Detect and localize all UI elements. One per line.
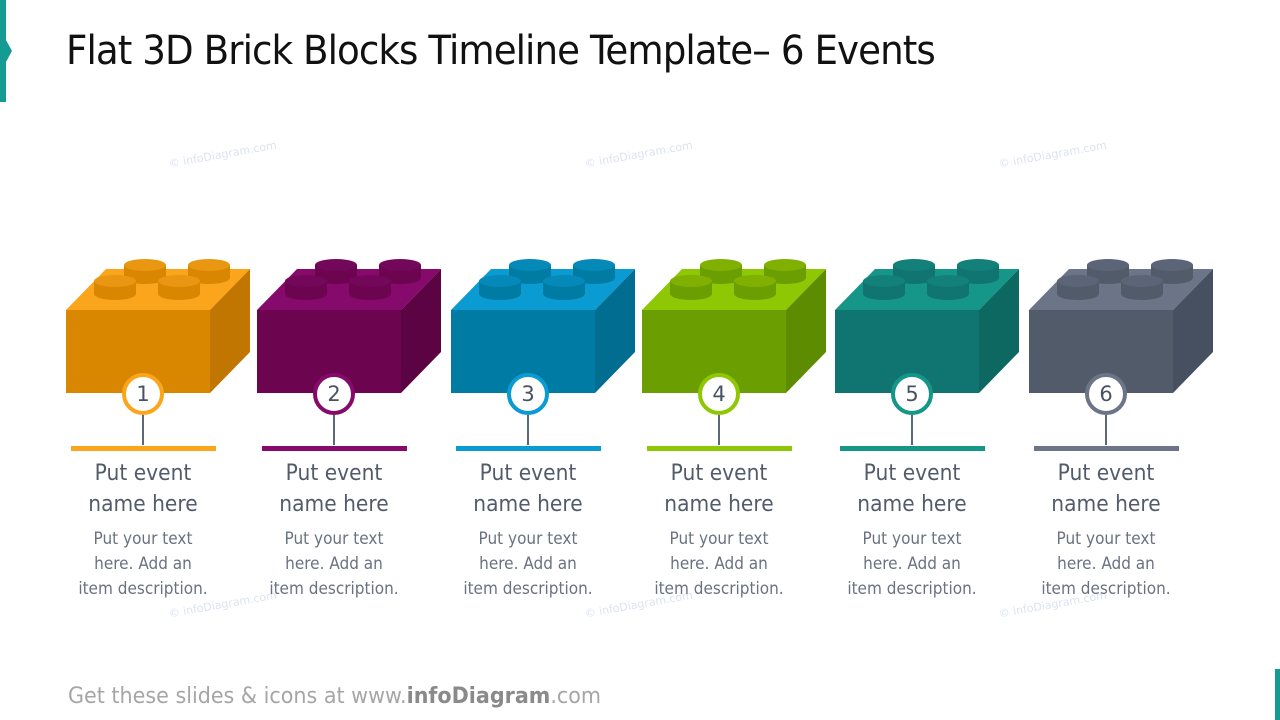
brick-stud: [863, 275, 905, 300]
connector-line: [333, 415, 335, 445]
event-name: name here: [473, 492, 583, 517]
event-name: Put event: [670, 461, 768, 486]
footer-prefix: Get these slides & icons at www.: [68, 684, 407, 709]
event-description: item description.: [463, 579, 593, 599]
event-name: Put event: [285, 461, 383, 486]
brick-stud: [927, 275, 969, 300]
brick-icon: [642, 259, 826, 393]
event-description: item description.: [78, 579, 208, 599]
brick-icon: [1029, 259, 1213, 393]
footer-brand: infoDiagram: [406, 684, 551, 709]
left-accent-arrow: [6, 40, 12, 62]
event-number-badge: 6: [1085, 373, 1127, 415]
event-description: here. Add an: [94, 554, 192, 574]
event-name: Put event: [863, 461, 961, 486]
slide-title: Flat 3D Brick Blocks Timeline Template– …: [66, 28, 936, 74]
watermark: © infoDiagram.com: [997, 138, 1108, 171]
connector-line: [911, 415, 913, 445]
event-name: name here: [664, 492, 774, 517]
brick-stud: [573, 259, 615, 284]
event-name: name here: [857, 492, 967, 517]
event-description: item description.: [269, 579, 399, 599]
brick-icon: [66, 259, 250, 393]
brick-icon: [257, 259, 441, 393]
brick-stud: [94, 275, 136, 300]
left-accent-bar: [0, 0, 6, 102]
brick-stud: [124, 259, 166, 284]
timeline-event-6: [1029, 255, 1219, 615]
event-name: name here: [279, 492, 389, 517]
event-number-badge: 1: [122, 373, 164, 415]
event-description: here. Add an: [1057, 554, 1155, 574]
brick-stud: [379, 259, 421, 284]
timeline-event-3: [451, 255, 641, 615]
brick-icon: [451, 259, 635, 393]
event-number-badge: 5: [891, 373, 933, 415]
brick-stud: [670, 275, 712, 300]
event-description: Put your text: [93, 529, 193, 549]
brick-stud: [315, 259, 357, 284]
event-name: Put event: [479, 461, 577, 486]
brick-icon: [835, 259, 1019, 393]
event-description: here. Add an: [670, 554, 768, 574]
brick-stud: [158, 275, 200, 300]
connector-line: [1105, 415, 1107, 445]
event-description: item description.: [1041, 579, 1171, 599]
event-description: here. Add an: [863, 554, 961, 574]
event-description: Put your text: [862, 529, 962, 549]
event-name: Put event: [94, 461, 192, 486]
event-description: item description.: [654, 579, 784, 599]
brick-stud: [700, 259, 742, 284]
brick-stud: [734, 275, 776, 300]
timeline-event-2: [257, 255, 447, 615]
event-underline: [262, 446, 407, 451]
brick-stud: [1057, 275, 1099, 300]
timeline-event-1: [66, 255, 256, 615]
brick-stud: [543, 275, 585, 300]
event-underline: [840, 446, 985, 451]
event-number-badge: 4: [698, 373, 740, 415]
right-accent-bar: [1275, 669, 1280, 720]
event-description: here. Add an: [479, 554, 577, 574]
event-underline: [1034, 446, 1179, 451]
footer-suffix: .com: [550, 684, 602, 709]
event-description: here. Add an: [285, 554, 383, 574]
watermark: © infoDiagram.com: [583, 138, 694, 171]
connector-line: [142, 415, 144, 445]
event-description: Put your text: [669, 529, 769, 549]
event-name: Put event: [1057, 461, 1155, 486]
timeline-event-4: [642, 255, 832, 615]
watermark: © infoDiagram.com: [167, 138, 278, 171]
brick-stud: [285, 275, 327, 300]
event-description: Put your text: [284, 529, 384, 549]
event-number-badge: 3: [507, 373, 549, 415]
brick-stud: [1121, 275, 1163, 300]
brick-stud: [479, 275, 521, 300]
connector-line: [718, 415, 720, 445]
event-underline: [71, 446, 216, 451]
brick-stud: [349, 275, 391, 300]
event-underline: [456, 446, 601, 451]
event-name: name here: [88, 492, 198, 517]
event-description: Put your text: [478, 529, 578, 549]
event-underline: [647, 446, 792, 451]
timeline-event-5: [835, 255, 1025, 615]
event-number-badge: 2: [313, 373, 355, 415]
event-description: Put your text: [1056, 529, 1156, 549]
brick-stud: [1151, 259, 1193, 284]
connector-line: [527, 415, 529, 445]
event-name: name here: [1051, 492, 1161, 517]
footer: Get these slides & icons at www.infoDiag…: [68, 684, 601, 709]
event-description: item description.: [847, 579, 977, 599]
